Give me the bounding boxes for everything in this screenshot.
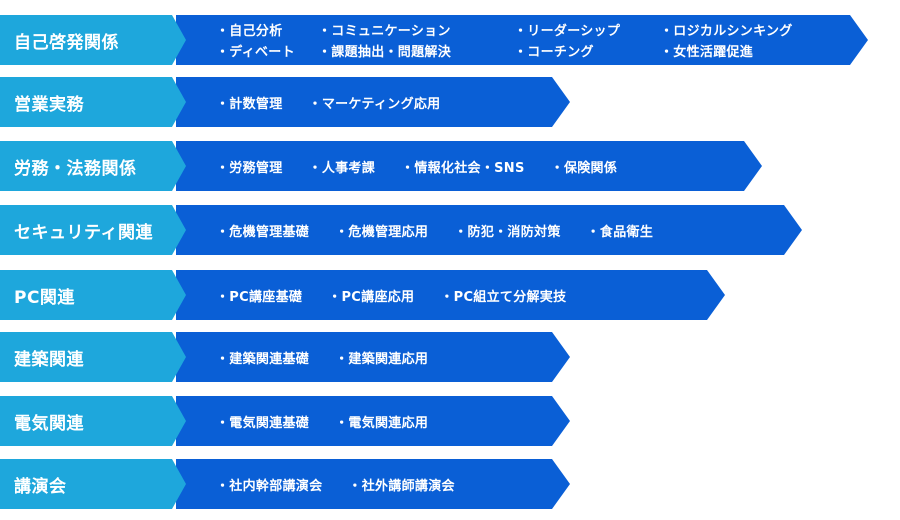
list-item: ・労務管理 bbox=[216, 160, 283, 176]
category-label: PC関連 bbox=[0, 270, 186, 320]
list-item: ・電気関連応用 bbox=[335, 415, 429, 431]
list-item: ・自己分析 bbox=[216, 24, 283, 39]
list-item: ・コミュニケーション bbox=[318, 24, 451, 39]
item-band: ・労務管理 ・人事考課 ・情報化社会・SNS ・保険関係 bbox=[176, 141, 762, 191]
category-row: ・計数管理 ・マーケティング応用 営業実務 bbox=[0, 77, 570, 127]
category-row: ・電気関連基礎 ・電気関連応用 電気関連 bbox=[0, 396, 570, 446]
item-band: ・社内幹部講演会 ・社外講師講演会 bbox=[176, 459, 570, 509]
list-item: ・人事考課 bbox=[308, 160, 376, 176]
list-item: ・女性活躍促進 bbox=[660, 45, 754, 60]
category-label: 建築関連 bbox=[0, 332, 186, 382]
category-label: 労務・法務関係 bbox=[0, 141, 186, 191]
category-row: ・社内幹部講演会 ・社外講師講演会 講演会 bbox=[0, 459, 570, 509]
list-item: ・建築関連基礎 bbox=[216, 351, 310, 367]
list-item: ・計数管理 bbox=[216, 96, 283, 112]
item-list: ・労務管理 ・人事考課 ・情報化社会・SNS ・保険関係 bbox=[216, 141, 617, 191]
category-row: ・PC講座基礎 ・PC講座応用 ・PC組立て分解実技 PC関連 bbox=[0, 270, 725, 320]
item-list: ・電気関連基礎 ・電気関連応用 bbox=[216, 396, 428, 446]
list-item: ・電気関連基礎 bbox=[216, 415, 310, 431]
category-label: 電気関連 bbox=[0, 396, 186, 446]
list-item: ・建築関連応用 bbox=[335, 351, 429, 367]
item-band: ・PC講座基礎 ・PC講座応用 ・PC組立て分解実技 bbox=[176, 270, 725, 320]
list-item: ・PC組立て分解実技 bbox=[440, 289, 567, 305]
item-band: ・電気関連基礎 ・電気関連応用 bbox=[176, 396, 570, 446]
list-item: ・社外講師講演会 bbox=[348, 478, 455, 494]
list-item: ・社内幹部講演会 bbox=[216, 478, 323, 494]
item-band: ・建築関連基礎 ・建築関連応用 bbox=[176, 332, 570, 382]
item-list: ・自己分析 ・コミュニケーション ・リーダーシップ ・ロジカルシンキング・ディベート ・… bbox=[216, 15, 820, 65]
category-row: ・労務管理 ・人事考課 ・情報化社会・SNS ・保険関係 労務・法務関係 bbox=[0, 141, 762, 191]
list-item: ・保険関係 bbox=[550, 160, 618, 176]
list-item: ・課題抽出・問題解決 bbox=[318, 45, 452, 60]
category-label: 営業実務 bbox=[0, 77, 186, 127]
list-item: ・食品衛生 bbox=[586, 224, 654, 240]
item-list: ・計数管理 ・マーケティング応用 bbox=[216, 77, 440, 127]
list-item: ・コーチング bbox=[514, 45, 594, 60]
category-row: ・危機管理基礎 ・危機管理応用 ・防犯・消防対策 ・食品衛生 セキュリティ関連 bbox=[0, 205, 802, 255]
item-list: ・建築関連基礎 ・建築関連応用 bbox=[216, 332, 428, 382]
item-band: ・自己分析 ・コミュニケーション ・リーダーシップ ・ロジカルシンキング・ディベート ・… bbox=[176, 15, 868, 65]
category-label: 自己啓発関係 bbox=[0, 15, 186, 65]
item-band: ・危機管理基礎 ・危機管理応用 ・防犯・消防対策 ・食品衛生 bbox=[176, 205, 802, 255]
list-item: ・ロジカルシンキング bbox=[660, 24, 793, 39]
list-item: ・情報化社会・SNS bbox=[401, 160, 525, 176]
category-row: ・自己分析 ・コミュニケーション ・リーダーシップ ・ロジカルシンキング・ディベート ・… bbox=[0, 15, 868, 65]
item-list: ・PC講座基礎 ・PC講座応用 ・PC組立て分解実技 bbox=[216, 270, 566, 320]
category-label: 講演会 bbox=[0, 459, 186, 509]
item-list: ・危機管理基礎 ・危機管理応用 ・防犯・消防対策 ・食品衛生 bbox=[216, 205, 653, 255]
category-label: セキュリティ関連 bbox=[0, 205, 186, 255]
item-band: ・計数管理 ・マーケティング応用 bbox=[176, 77, 570, 127]
category-row: ・建築関連基礎 ・建築関連応用 建築関連 bbox=[0, 332, 570, 382]
list-item: ・防犯・消防対策 bbox=[454, 224, 561, 240]
list-item: ・危機管理基礎 bbox=[216, 224, 310, 240]
list-item: ・ディベート bbox=[216, 45, 295, 60]
list-item: ・リーダーシップ bbox=[514, 24, 621, 39]
list-item: ・PC講座応用 bbox=[328, 289, 415, 305]
list-item: ・危機管理応用 bbox=[335, 224, 429, 240]
list-item: ・PC講座基礎 bbox=[216, 289, 303, 305]
item-list: ・社内幹部講演会 ・社外講師講演会 bbox=[216, 459, 455, 509]
list-item: ・マーケティング応用 bbox=[308, 96, 441, 112]
